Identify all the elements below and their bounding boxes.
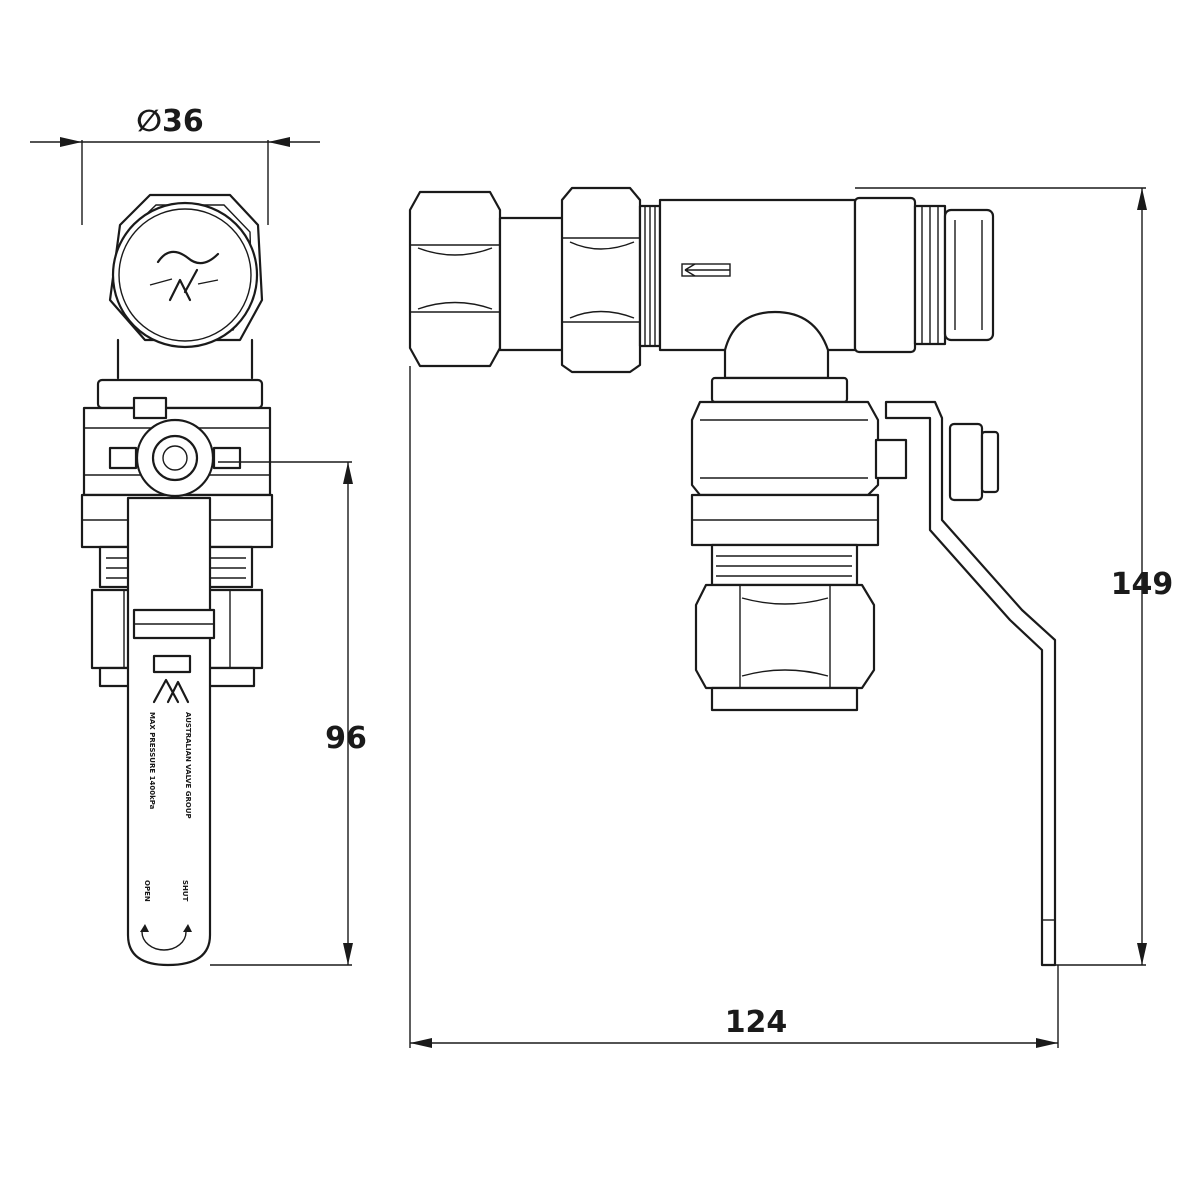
dimension-overall-height: 149 <box>1111 567 1174 602</box>
left-nut <box>408 190 502 368</box>
dimension-overall-length: 124 <box>725 1005 788 1040</box>
handle-text-line2: MAX PRESSURE 1400kPa <box>148 712 156 810</box>
bottom-nut <box>694 583 876 690</box>
brand-logo-icon <box>149 250 220 302</box>
lever-handle-front <box>884 400 1057 967</box>
handle-open-label: OPEN <box>143 880 151 902</box>
dimension-diameter: ∅36 <box>136 104 203 139</box>
lever-handle: AUSTRALIAN VALVE GROUP MAX PRESSURE 1400… <box>126 496 216 967</box>
flow-arrow-icon <box>684 263 730 277</box>
handle-shut-label: SHUT <box>181 880 189 902</box>
handle-text-line1: AUSTRALIAN VALVE GROUP <box>184 712 192 819</box>
cap-face <box>111 201 259 349</box>
front-view: 149 124 <box>408 186 1174 1048</box>
end-view: AUSTRALIAN VALVE GROUP MAX PRESSURE 1400… <box>30 104 367 967</box>
middle-nut <box>560 186 642 374</box>
dimension-side-height: 96 <box>325 721 367 756</box>
